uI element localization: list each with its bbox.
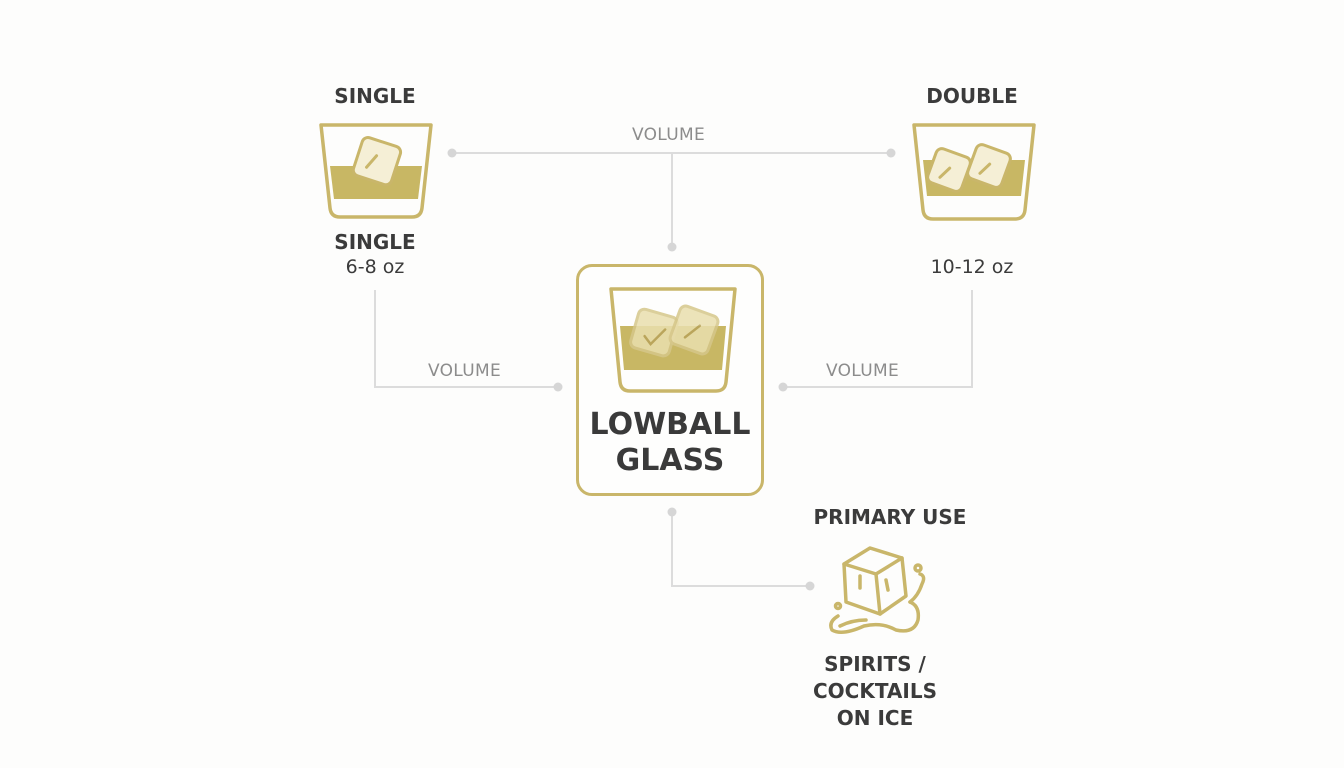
connector-bottom bbox=[671, 512, 810, 587]
center-title: LOWBALL GLASS bbox=[579, 407, 761, 479]
primary-use-line3: ON ICE bbox=[836, 706, 914, 730]
primary-use-line1: SPIRITS / bbox=[824, 652, 926, 676]
connector-dot bbox=[447, 148, 457, 158]
single-heading: SINGLE bbox=[334, 84, 416, 108]
center-title-line2: GLASS bbox=[615, 443, 725, 478]
edge-label-right: VOLUME bbox=[826, 361, 899, 381]
center-card: LOWBALL GLASS bbox=[576, 264, 764, 496]
primary-use-heading: PRIMARY USE bbox=[813, 505, 967, 529]
connector-dot bbox=[667, 242, 677, 252]
rocks-glass-two-ice-icon bbox=[609, 287, 737, 393]
ice-cube-splash-icon bbox=[829, 546, 926, 634]
rocks-glass-two-ice-icon bbox=[912, 123, 1036, 221]
connector-dot bbox=[667, 507, 677, 517]
connector-dot bbox=[886, 148, 896, 158]
single-volume: 6-8 oz bbox=[345, 256, 405, 278]
primary-use-line2: COCKTAILS bbox=[812, 679, 937, 703]
edge-label-left: VOLUME bbox=[428, 361, 501, 381]
connector-left bbox=[374, 290, 558, 388]
rocks-glass-one-ice-icon bbox=[319, 123, 433, 219]
connector-dot bbox=[778, 382, 788, 392]
single-label: SINGLE bbox=[334, 230, 416, 254]
primary-use-text: SPIRITS / COCKTAILS ON ICE bbox=[790, 651, 960, 732]
double-volume: 10-12 oz bbox=[930, 256, 1014, 278]
connector-dot bbox=[805, 581, 815, 591]
center-title-line1: LOWBALL bbox=[589, 407, 751, 442]
double-heading: DOUBLE bbox=[926, 84, 1018, 108]
edge-label-top: VOLUME bbox=[632, 125, 705, 145]
connector-dot bbox=[553, 382, 563, 392]
connector-right bbox=[783, 290, 973, 388]
